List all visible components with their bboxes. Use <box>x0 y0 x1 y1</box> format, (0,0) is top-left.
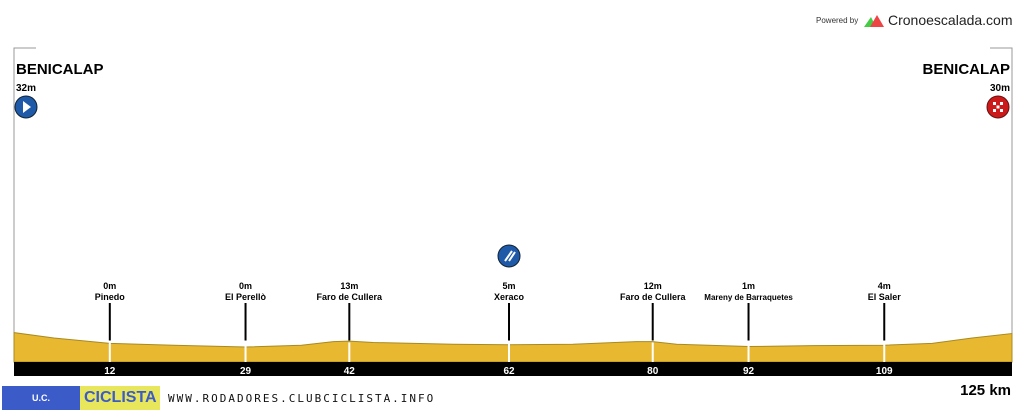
waypoint-elevation: 0m <box>103 281 116 291</box>
km-label: 42 <box>344 366 356 377</box>
waypoint-name: Faro de Cullera <box>317 292 384 302</box>
waypoint-name: Mareny de Barraquetes <box>704 293 793 302</box>
brand-link[interactable]: Cronoescalada.com <box>888 12 1013 28</box>
waypoint-elevation: 0m <box>239 281 252 291</box>
finish-elevation: 30m <box>990 83 1010 94</box>
km-label: 29 <box>240 366 252 377</box>
waypoint-elevation: 12m <box>644 281 662 291</box>
waypoint-elevation: 1m <box>742 281 755 291</box>
checker-square <box>996 105 1000 109</box>
waypoint-name: El Saler <box>868 292 902 302</box>
km-label: 92 <box>743 366 755 377</box>
powered-by: Powered by <box>816 16 859 25</box>
km-label: 62 <box>503 366 515 377</box>
club-url[interactable]: WWW.RODADORES.CLUBCICLISTA.INFO <box>168 392 436 405</box>
checker-square <box>993 102 996 105</box>
km-label: 12 <box>104 366 116 377</box>
waypoint-name: Xeraco <box>494 292 525 302</box>
km-label: 109 <box>876 366 893 377</box>
frame-left <box>13 47 36 362</box>
footer: U.C. RODADORES CICLISTA WWW.RODADORES.CL… <box>0 384 1023 411</box>
waypoint-name: Faro de Cullera <box>620 292 687 302</box>
sprint-glyph <box>504 250 513 262</box>
waypoint-name: Pinedo <box>95 292 126 302</box>
profile-area <box>13 332 1013 363</box>
checker-square <box>1000 102 1003 105</box>
club-logo: U.C. RODADORES <box>2 386 80 410</box>
sprint-glyph <box>508 251 516 262</box>
start-play-glyph <box>23 101 31 113</box>
club-logo-ciclista: CICLISTA <box>80 386 160 410</box>
km-label: 80 <box>647 366 659 377</box>
waypoint-elevation: 4m <box>878 281 891 291</box>
checker-square <box>1000 109 1003 112</box>
waypoint-name: El Perellò <box>225 292 267 302</box>
waypoint-elevation: 5m <box>503 281 516 291</box>
waypoint-elevation: 13m <box>340 281 358 291</box>
finish-name: BENICALAP <box>922 61 1010 78</box>
total-distance: 125 km <box>960 382 1011 399</box>
brand-logo-icon <box>864 15 884 27</box>
frame-right <box>990 47 1013 362</box>
km-bar <box>14 362 1012 376</box>
start-name: BENICALAP <box>16 61 104 78</box>
checker-square <box>993 109 996 112</box>
start-elevation: 32m <box>16 83 36 94</box>
